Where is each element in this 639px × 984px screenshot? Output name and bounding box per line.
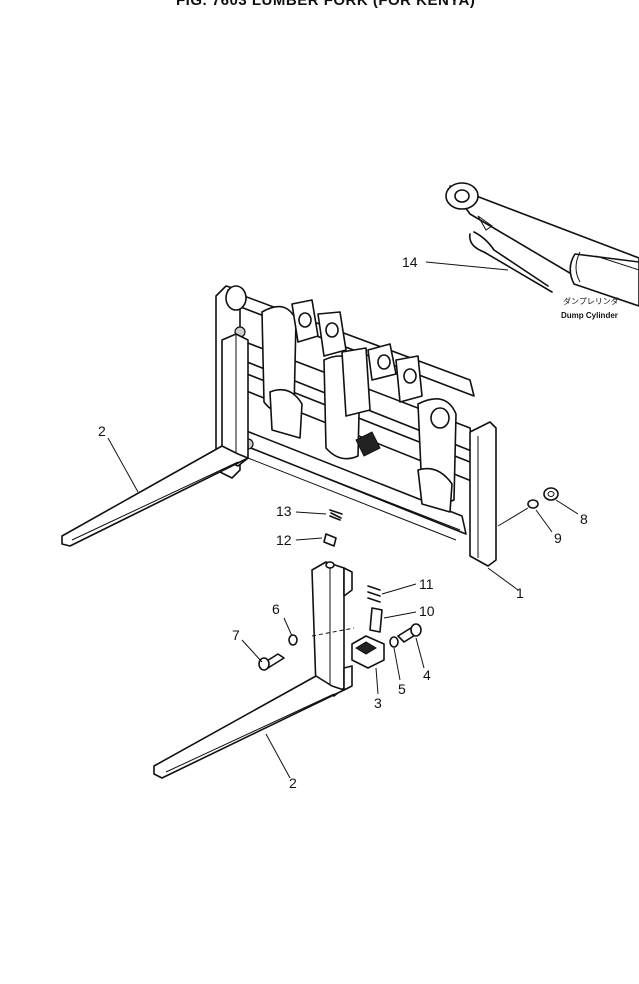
part-7-bolt [258,653,285,671]
part-4-bolt [397,623,422,643]
callout-2-lower: 2 [289,775,297,791]
callout-3: 3 [374,695,382,711]
callout-2-upper: 2 [98,423,106,439]
part-14-pin [468,231,553,293]
callout-8: 8 [580,511,588,527]
part-1-fork-frame [215,285,497,567]
part-5-washer [389,636,399,648]
part-11-spring [367,585,381,603]
dump-cylinder-label-jp: ダンプレリンダ [563,296,619,306]
part-3-stopper [351,635,385,669]
callout-11: 11 [419,576,434,592]
part-13-spring [329,509,343,521]
part-10-pin [369,607,383,633]
figure-title: FIG. 7603 LUMBER FORK (FOR KENYA) [176,0,476,9]
callout-6: 6 [272,601,280,617]
callout-10: 10 [419,603,435,619]
part-9-washer [527,499,539,509]
callout-14: 14 [402,254,418,270]
leader-lines [107,261,579,779]
part-12-pin [323,533,337,547]
callout-7: 7 [232,627,240,643]
callout-9: 9 [554,530,562,546]
callout-5: 5 [398,681,406,697]
callout-1: 1 [516,585,524,601]
part-8-nut [543,487,559,501]
dump-cylinder [445,182,639,307]
dump-cylinder-label-en: Dump Cylinder [561,311,618,320]
part-2-fork-upper [61,333,249,547]
part-2-fork-lower [153,561,353,779]
callout-13: 13 [276,503,292,519]
callout-4: 4 [423,667,431,683]
part-6-washer [288,634,298,646]
callout-12: 12 [276,532,292,548]
